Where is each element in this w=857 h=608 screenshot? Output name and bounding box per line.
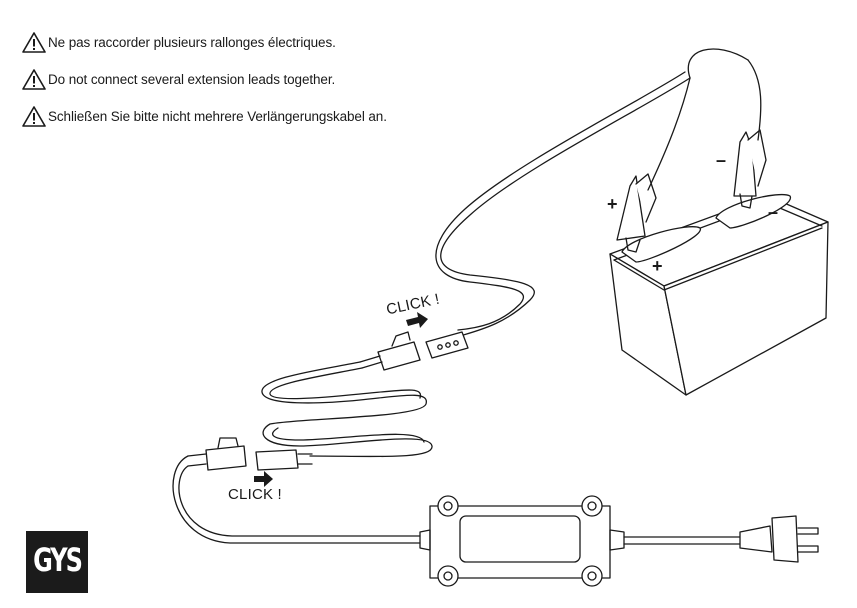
warning-text: Do not connect several extension leads t…: [48, 71, 336, 87]
warning-line-de: Schließen Sie bitte nicht mehrere Verlän…: [22, 104, 387, 128]
warning-triangle-icon: [22, 31, 46, 53]
quick-connector-eyelet: [425, 331, 469, 359]
warning-triangle-icon: [22, 105, 46, 127]
warning-line-en: Do not connect several extension leads t…: [22, 67, 387, 91]
mains-plug: [739, 515, 819, 563]
charger-input-cable: [172, 455, 421, 544]
plus-sign-clamp: +: [607, 194, 618, 214]
click-label-lower: CLICK !: [228, 486, 282, 503]
warning-text: Ne pas raccorder plusieurs rallonges éle…: [48, 34, 336, 50]
click-arrow-lower: [254, 471, 273, 487]
charger-unit: [419, 495, 625, 587]
plus-sign-terminal: +: [652, 256, 663, 276]
coiled-extension-cable: [261, 361, 433, 458]
warning-triangle-icon: [22, 68, 46, 90]
warning-list: Ne pas raccorder plusieurs rallonges éle…: [22, 30, 387, 141]
gys-logo: GYS: [26, 531, 88, 593]
minus-sign-clamp: –: [716, 150, 727, 170]
mains-cable: [623, 536, 741, 545]
lower-quick-connector: [187, 437, 313, 471]
warning-text: Schließen Sie bitte nicht mehrere Verlän…: [48, 108, 387, 124]
gys-logo-text: GYS: [33, 541, 83, 579]
clamp-cable: [435, 48, 749, 337]
positive-clamp: [616, 77, 691, 253]
quick-connector-plug: [359, 331, 421, 371]
negative-clamp: [733, 59, 767, 209]
battery: [609, 193, 829, 396]
minus-sign-terminal: –: [768, 202, 779, 222]
click-arrow-upper: [406, 312, 428, 328]
warning-line-fr: Ne pas raccorder plusieurs rallonges éle…: [22, 30, 387, 54]
